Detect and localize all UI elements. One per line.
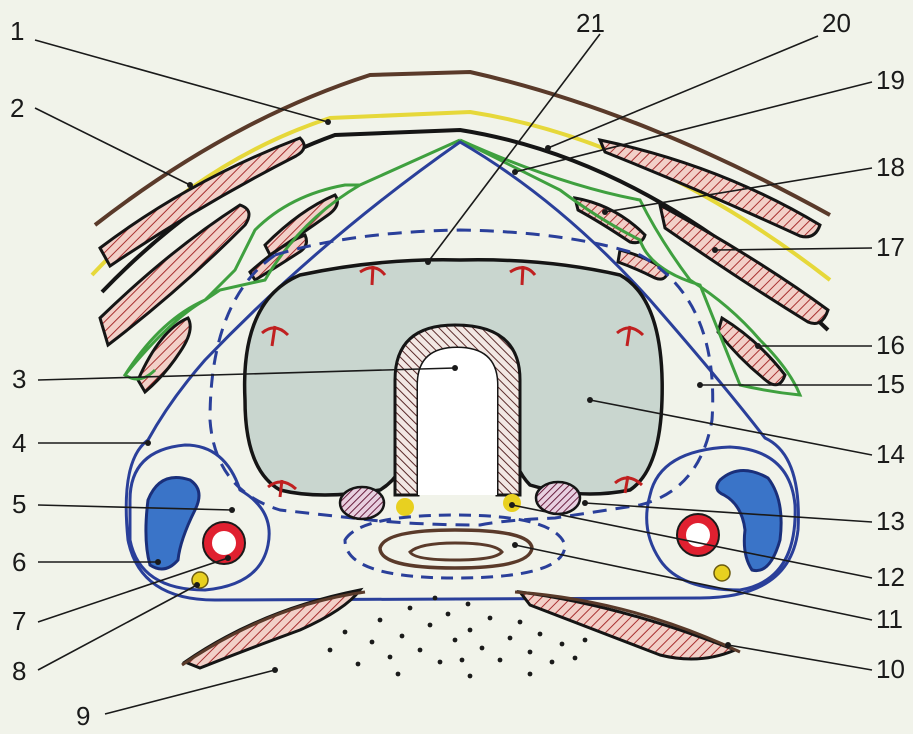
muscle-bottom-right xyxy=(520,592,735,659)
ejaculatory-duct-left xyxy=(340,487,384,519)
vein-left xyxy=(146,478,199,570)
label-20: 20 xyxy=(822,8,851,38)
leader-1-dot xyxy=(325,119,331,125)
label-9: 9 xyxy=(76,701,90,731)
nerve-small-left xyxy=(396,498,414,516)
label-3: 3 xyxy=(12,364,26,394)
muscle-bottom-left xyxy=(185,590,360,668)
leader-5-dot xyxy=(229,507,235,513)
leader-19 xyxy=(515,82,872,172)
leader-4-dot xyxy=(145,440,151,446)
vein-right xyxy=(717,470,781,570)
leader-20 xyxy=(548,36,818,148)
label-13: 13 xyxy=(876,506,905,536)
leader-13-dot xyxy=(582,500,588,506)
label-1: 1 xyxy=(10,16,24,46)
leader-1 xyxy=(35,40,328,122)
artery-left-lumen xyxy=(212,531,236,555)
label-18: 18 xyxy=(876,152,905,182)
urethral-lumen xyxy=(418,348,497,495)
leader-9-dot xyxy=(272,667,278,673)
leader-15-dot xyxy=(697,382,703,388)
leader-11-dot xyxy=(512,542,518,548)
leader-8-dot xyxy=(194,582,200,588)
leader-13 xyxy=(585,503,872,522)
label-14: 14 xyxy=(876,439,905,469)
leader-14-dot xyxy=(587,397,593,403)
label-6: 6 xyxy=(12,547,26,577)
label-19: 19 xyxy=(876,65,905,95)
leader-16-dot xyxy=(755,343,761,349)
label-12: 12 xyxy=(876,562,905,592)
leader-2-dot xyxy=(187,182,193,188)
leader-10 xyxy=(728,645,872,670)
label-21: 21 xyxy=(576,8,605,38)
label-10: 10 xyxy=(876,654,905,684)
rectum-lumen xyxy=(410,543,502,560)
leader-18-dot xyxy=(602,209,608,215)
leader-10-dot xyxy=(725,642,731,648)
leader-19-dot xyxy=(512,169,518,175)
nerve-right xyxy=(714,565,730,581)
label-16: 16 xyxy=(876,330,905,360)
label-15: 15 xyxy=(876,369,905,399)
leader-12-dot xyxy=(509,502,515,508)
leader-21-dot xyxy=(425,259,431,265)
leader-6-dot xyxy=(155,559,161,565)
leader-7-dot xyxy=(225,555,231,561)
label-2: 2 xyxy=(10,93,24,123)
leader-3-dot xyxy=(452,365,458,371)
label-11: 11 xyxy=(876,604,903,634)
label-8: 8 xyxy=(12,656,26,686)
label-7: 7 xyxy=(12,606,26,636)
leader-9 xyxy=(105,670,275,714)
leader-5 xyxy=(38,505,232,510)
leader-2 xyxy=(35,108,190,185)
label-5: 5 xyxy=(12,489,26,519)
leader-17-dot xyxy=(712,247,718,253)
ejaculatory-duct-right xyxy=(536,482,580,514)
label-4: 4 xyxy=(12,428,26,458)
leader-8 xyxy=(38,585,197,670)
leader-20-dot xyxy=(545,145,551,151)
rectum-wall xyxy=(380,530,532,568)
label-17: 17 xyxy=(876,232,905,262)
leader-17 xyxy=(715,248,872,250)
